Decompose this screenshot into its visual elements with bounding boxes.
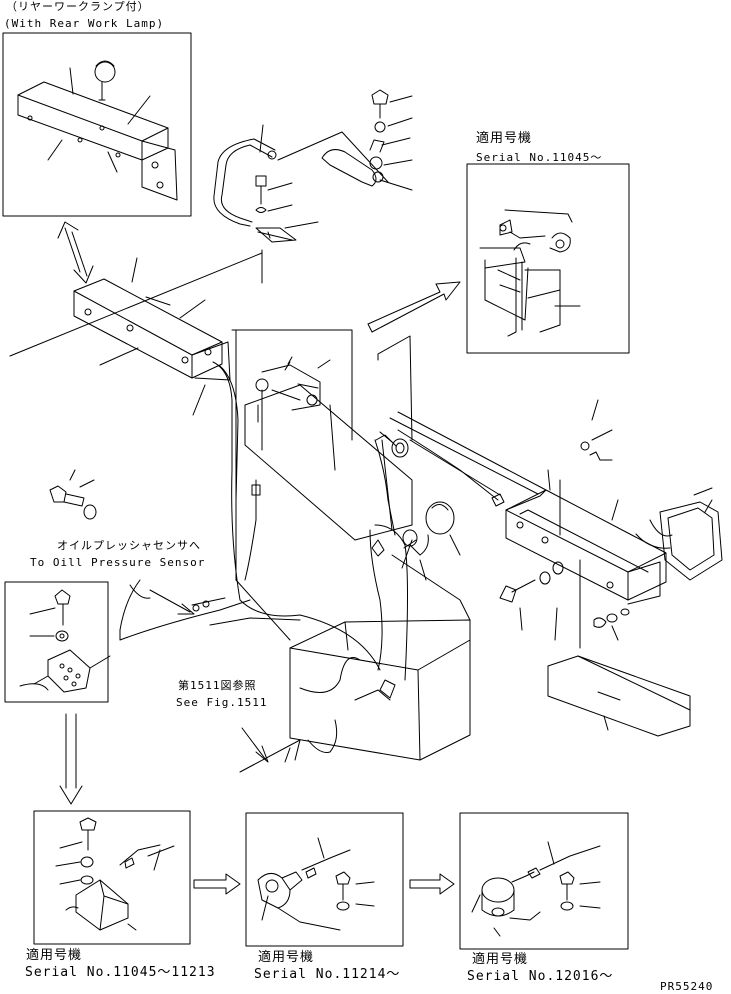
arrow-b2-b3 [409,873,455,895]
bolt-hardware-left [49,469,97,520]
applicable-label-b1: 適用号機 [26,948,83,963]
rear-beam-right [375,399,723,737]
inset-serial-11045 [466,163,630,354]
inset-rear-work-lamp [2,32,192,217]
arrow-to-serial-inset [367,281,461,333]
oil-sensor-label-jp: オイルプレッシャセンサへ [57,539,201,552]
wire-harness [119,361,408,763]
arrow-b1-b2 [193,873,241,895]
drawing-code: PR55240 [660,980,714,993]
center-frame [231,249,471,761]
applicable-label-top: 適用号機 [476,131,533,146]
see-fig-label-en: See Fig.1511 [176,696,268,709]
oil-sensor-label-en: To Oill Pressure Sensor [30,556,206,569]
serial-label-top: Serial No.11045～ [476,151,603,164]
applicable-label-b2: 適用号機 [258,950,315,965]
inset-sensor-clamp [4,581,111,703]
inset-bottom-3 [459,812,629,950]
double-arrow-inset [57,221,94,284]
inset-bottom-2 [245,812,404,947]
see-fig-label-jp: 第1511図参照 [178,679,257,692]
see-fig-leader [239,727,301,773]
rear-lamp-title-jp: （リヤーワークランプ付） [6,0,150,13]
applicable-label-b3: 適用号機 [472,952,529,967]
serial-label-b2: Serial No.11214～ [254,967,401,982]
serial-label-b3: Serial No.12016～ [467,969,614,984]
arrow-oil-sensor [149,589,195,615]
serial-label-b1: Serial No.11045～11213 [25,965,216,980]
arrow-down [59,713,83,805]
rear-beam-left [9,252,263,416]
handrail [213,89,413,243]
panel-bracket [255,356,331,423]
inset-bottom-1 [33,810,191,945]
rear-lamp-title-en: (With Rear Work Lamp) [4,17,165,30]
